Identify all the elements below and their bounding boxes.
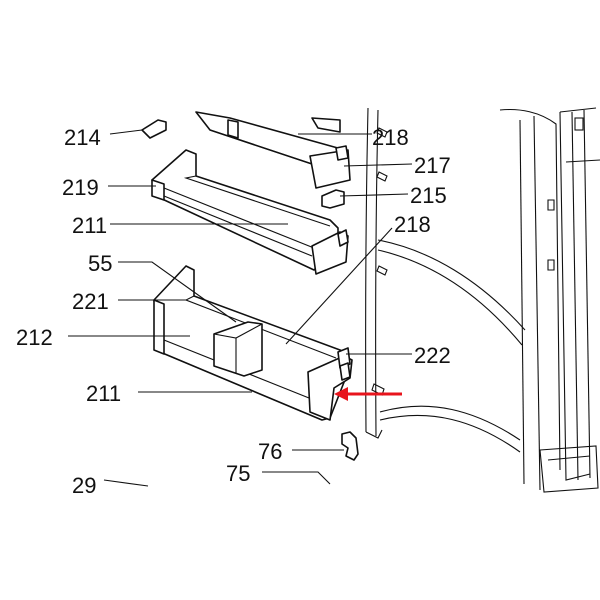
- part-55-divider: [213, 321, 263, 377]
- label-218-top: 218: [372, 125, 409, 150]
- liner-stud-2: [376, 171, 388, 182]
- label-221: 221: [72, 289, 109, 314]
- label-76: 76: [258, 439, 282, 464]
- liner-stud-3: [376, 265, 388, 276]
- middle-door-shelf: [151, 149, 349, 275]
- label-55: 55: [88, 251, 112, 276]
- lower-shelf-right-notch: [339, 362, 351, 381]
- label-215: 215: [410, 183, 447, 208]
- leader-29: [103, 479, 149, 487]
- lower-shelf-bottom-edge: [159, 351, 323, 421]
- top-shelf-rim: [209, 129, 319, 167]
- door-liner-edge-2: [375, 109, 379, 437]
- leader-217: [343, 163, 413, 167]
- part-76-hook: [341, 431, 359, 461]
- top-shelf-clip: [227, 119, 239, 139]
- label-218-middle: 218: [394, 212, 431, 237]
- door-frame-top: [559, 107, 597, 113]
- door-bottom-line: [547, 455, 591, 461]
- frame-peg-2: [547, 259, 555, 271]
- door-panel-curve-4: [379, 414, 521, 453]
- part-labels: 214 218 217 219 215 211 218 55 221 212 2…: [16, 125, 451, 498]
- leader-218b: [285, 227, 393, 345]
- door-frame-tick: [565, 159, 600, 163]
- door-frame-line-3: [571, 111, 579, 481]
- leader-lines: [68, 129, 413, 487]
- part-215-clip: [321, 189, 345, 209]
- leader-55: [118, 261, 237, 323]
- door-panel-curve-2: [377, 249, 523, 346]
- door-bottom-block: [539, 445, 599, 493]
- liner-stud-1: [376, 127, 388, 138]
- part-212-left-end: [153, 299, 165, 355]
- label-211-lower: 211: [86, 381, 121, 406]
- door-panel-curve-1: [377, 239, 526, 331]
- door-hinge-slot: [574, 117, 584, 131]
- label-214: 214: [64, 125, 101, 150]
- leader-214: [109, 129, 143, 135]
- lower-bottle-shelf: [153, 265, 353, 421]
- label-217: 217: [414, 153, 451, 178]
- door-panel-curve-3: [379, 405, 521, 441]
- door-liner-edge-1: [365, 107, 369, 433]
- part-219-left-end: [151, 179, 165, 201]
- label-222: 222: [414, 343, 451, 368]
- middle-shelf-body: [151, 149, 339, 271]
- label-211-upper: 211: [72, 213, 107, 238]
- frame-peg-1: [547, 199, 555, 211]
- label-75: 75: [226, 461, 250, 486]
- divider-top: [213, 323, 263, 339]
- middle-shelf-rim-1: [163, 195, 313, 257]
- top-shelf-back-detail: [311, 117, 341, 133]
- arrow-head: [334, 387, 348, 401]
- door-frame-inner: [499, 108, 561, 471]
- label-29: 29: [72, 473, 96, 498]
- top-door-shelf: [195, 111, 351, 189]
- leader-75: [262, 471, 331, 485]
- door-frame-line-4: [583, 109, 591, 479]
- door-frame-line-1: [519, 119, 525, 485]
- door-frame-side: [559, 111, 591, 481]
- middle-shelf-inner: [183, 175, 331, 227]
- door-liner-bottom: [365, 429, 383, 439]
- middle-shelf-right-tab: [337, 229, 349, 247]
- part-214-clip: [141, 119, 167, 139]
- middle-shelf-rim-2: [163, 187, 315, 249]
- label-219: 219: [62, 175, 99, 200]
- top-shelf-end-tab: [335, 145, 349, 161]
- refrigerator-door: [365, 107, 600, 493]
- door-frame-line-2: [533, 115, 541, 491]
- red-arrow: [334, 387, 402, 401]
- label-212: 212: [16, 325, 53, 350]
- leader-215: [339, 193, 409, 197]
